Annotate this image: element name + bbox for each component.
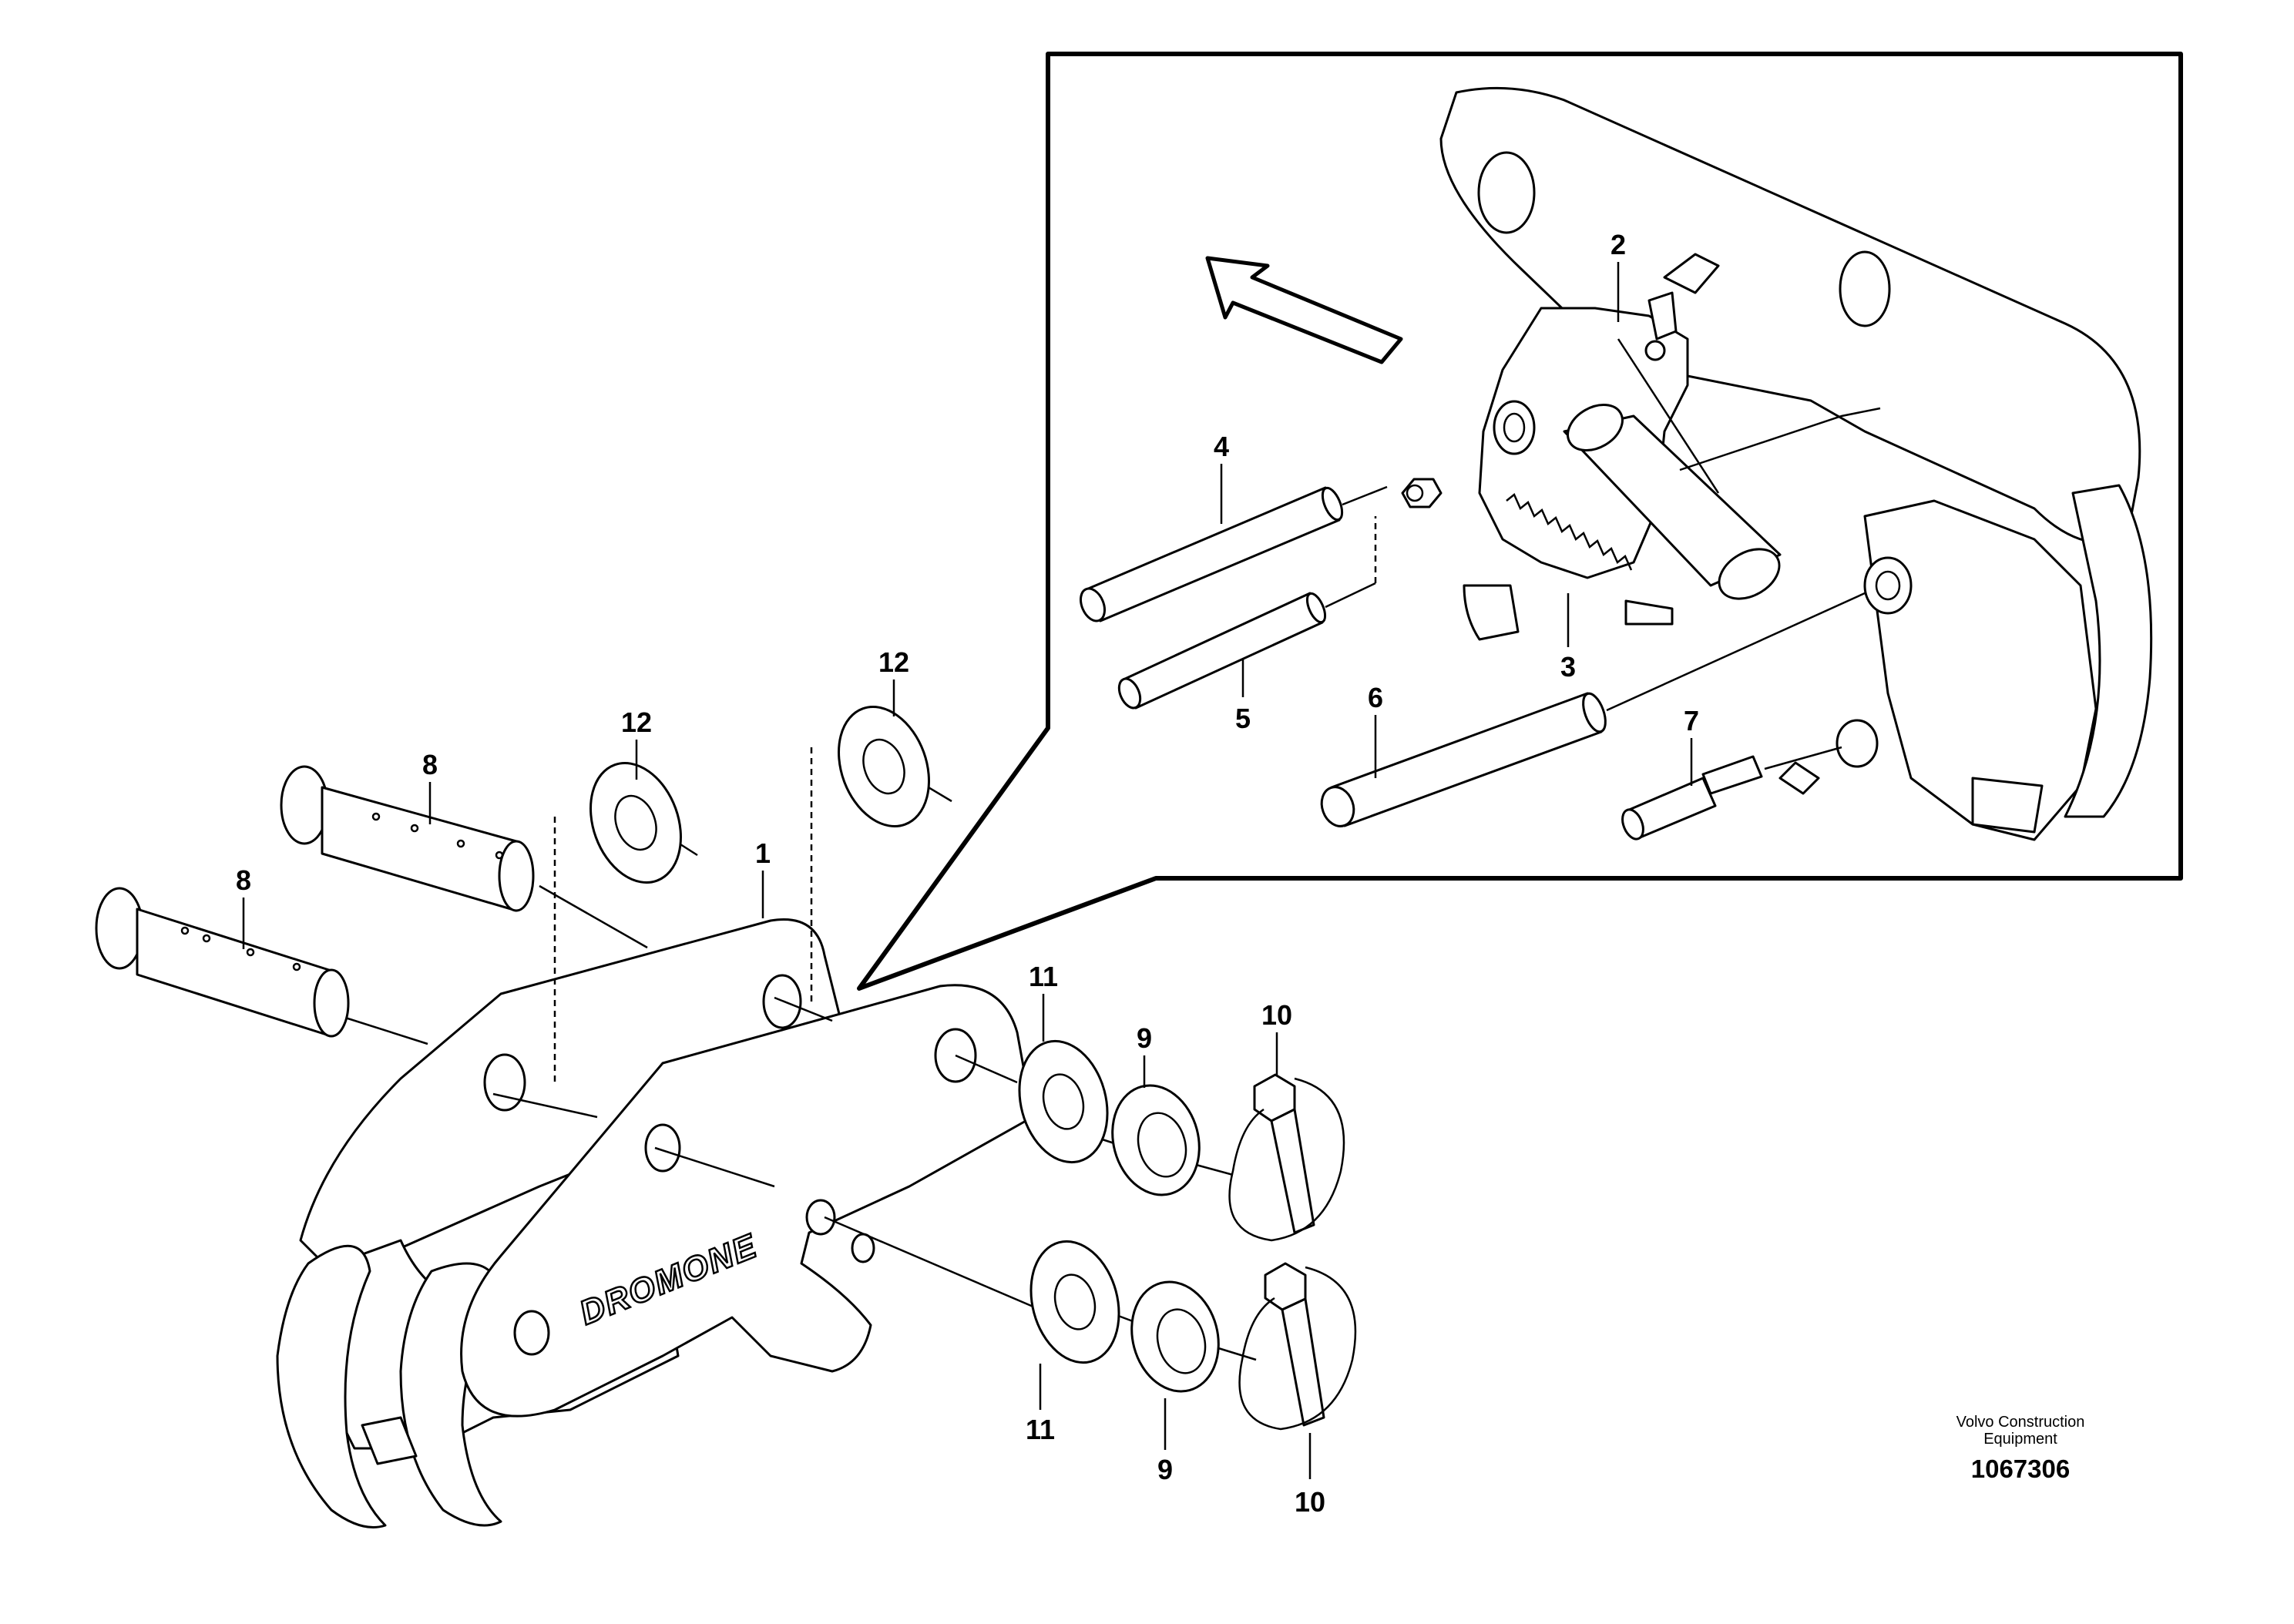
latch-mechanism bbox=[1401, 253, 1913, 795]
washer-12-left bbox=[589, 762, 682, 884]
callout-8-upper: 8 bbox=[422, 749, 438, 824]
callout-3-text: 3 bbox=[1560, 651, 1576, 683]
callout-10-lower-text: 10 bbox=[1295, 1486, 1325, 1518]
washer-12-right bbox=[838, 706, 930, 827]
callout-2: 2 bbox=[1611, 229, 1626, 322]
callout-6-text: 6 bbox=[1368, 682, 1383, 713]
linch-pin-10-upper bbox=[1228, 1073, 1345, 1242]
arrow-up-left-icon bbox=[1205, 256, 1403, 364]
callout-10-upper: 10 bbox=[1261, 999, 1292, 1075]
pin-8-upper bbox=[280, 765, 535, 912]
callout-1-text: 1 bbox=[755, 837, 771, 869]
callout-7-text: 7 bbox=[1684, 705, 1699, 737]
callout-12-right-text: 12 bbox=[878, 646, 909, 678]
callout-4: 4 bbox=[1214, 431, 1229, 524]
callout-5-text: 5 bbox=[1235, 703, 1251, 734]
inset-detail: 2 3 4 5 6 7 bbox=[857, 52, 2183, 991]
pin-5 bbox=[1117, 592, 1327, 710]
callout-9-upper: 9 bbox=[1137, 1022, 1152, 1088]
ring-9-lower bbox=[1130, 1280, 1220, 1393]
pin-4 bbox=[1080, 486, 1344, 622]
ring-9-upper bbox=[1111, 1084, 1201, 1196]
callout-11-upper: 11 bbox=[1029, 961, 1058, 1042]
callout-7: 7 bbox=[1684, 705, 1699, 786]
callout-11-lower-text: 11 bbox=[1026, 1414, 1055, 1445]
callout-8-lower-text: 8 bbox=[236, 864, 251, 896]
callout-12-right: 12 bbox=[878, 646, 909, 716]
front-plate-hole-e bbox=[851, 1233, 875, 1263]
callout-12-left: 12 bbox=[621, 706, 652, 780]
front-plate bbox=[460, 984, 1034, 1418]
callout-11-upper-text: 11 bbox=[1029, 961, 1058, 992]
rear-plate-hole-b bbox=[483, 1053, 526, 1112]
callout-11-lower: 11 bbox=[1026, 1364, 1055, 1445]
part-number: 1067306 bbox=[1971, 1455, 2070, 1483]
callout-6: 6 bbox=[1368, 682, 1383, 778]
callout-5: 5 bbox=[1235, 659, 1251, 734]
pin-7 bbox=[1621, 755, 1763, 841]
main-assembly: DROMONE bbox=[95, 646, 1357, 1528]
washer-11-lower bbox=[1029, 1240, 1120, 1364]
inset-bracket-plate bbox=[1439, 86, 2153, 841]
footer-credit: Volvo Construction Equipment 1067306 bbox=[1956, 1414, 2085, 1483]
left-hook bbox=[276, 1244, 387, 1528]
front-plate-hole-c bbox=[805, 1199, 836, 1236]
callout-8-upper-text: 8 bbox=[422, 749, 438, 780]
linch-pin-10-lower bbox=[1238, 1262, 1357, 1431]
brand-line-2: Equipment bbox=[1983, 1431, 2057, 1448]
callout-1: 1 bbox=[755, 837, 771, 918]
front-plate-hole-b bbox=[644, 1123, 681, 1173]
callout-10-lower: 10 bbox=[1295, 1433, 1325, 1518]
callout-9-upper-text: 9 bbox=[1137, 1022, 1152, 1054]
callout-3: 3 bbox=[1560, 593, 1576, 683]
pin-6 bbox=[1320, 692, 1607, 827]
brand-line-1: Volvo Construction bbox=[1956, 1414, 2085, 1431]
washer-11-upper bbox=[1018, 1039, 1109, 1164]
callout-8-lower: 8 bbox=[236, 864, 251, 949]
callout-10-upper-text: 10 bbox=[1261, 999, 1292, 1031]
callout-4-text: 4 bbox=[1214, 431, 1229, 462]
callout-2-text: 2 bbox=[1611, 229, 1626, 260]
callout-9-lower: 9 bbox=[1157, 1398, 1173, 1485]
front-plate-hole-d bbox=[513, 1310, 550, 1356]
callout-9-lower-text: 9 bbox=[1157, 1454, 1173, 1485]
callout-12-left-text: 12 bbox=[621, 706, 652, 738]
pin-8-lower bbox=[95, 887, 350, 1038]
